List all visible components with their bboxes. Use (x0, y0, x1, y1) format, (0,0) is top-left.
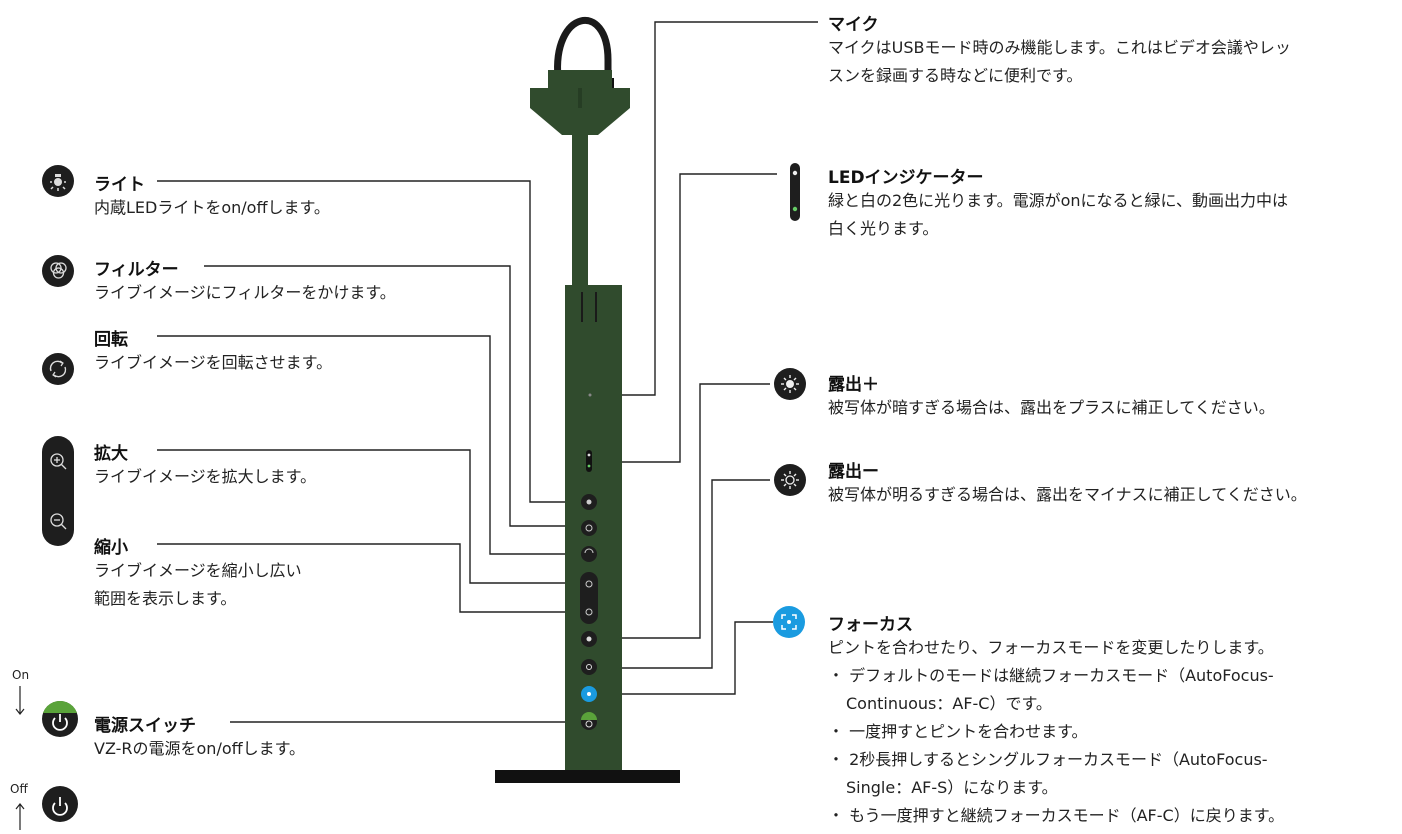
focus-icon (773, 606, 805, 638)
microphone-desc-line1: マイクはUSBモード時のみ機能します。これはビデオ会議やレッ (828, 38, 1291, 57)
filter-leader (204, 265, 572, 527)
exposure-minus-desc: 被写体が明るすぎる場合は、露出をマイナスに補正してください。 (828, 485, 1307, 504)
zoom-buttons (580, 572, 598, 624)
exposure-plus-desc: 被写体が暗すぎる場合は、露出をプラスに補正してください。 (828, 398, 1275, 417)
microphone-cable (554, 16, 612, 82)
rotate-icon (42, 353, 74, 385)
exposure-plus-title: 露出＋ (828, 375, 879, 395)
filter-title: フィルター (94, 260, 179, 280)
rotate-leader (157, 335, 572, 555)
power-on-icon (42, 701, 78, 737)
microphone-hole (588, 393, 592, 397)
led-indicator-icon (790, 163, 800, 221)
focus-bullet-1-cont: Continuous：AF-C）です。 (846, 694, 1052, 713)
focus-bullet-1: ・ デフォルトのモードは継続フォーカスモード（AutoFocus- (828, 666, 1274, 685)
filter-desc: ライブイメージにフィルターをかけます。 (94, 283, 396, 302)
zoom-out-desc-line1: ライブイメージを縮小し広い (94, 561, 302, 580)
power-desc: VZ-Rの電源をon/offします。 (94, 739, 306, 758)
zoom-in-desc: ライブイメージを拡大します。 (94, 467, 317, 486)
exposure-minus-leader (596, 479, 770, 669)
zoom-out-title: 縮小 (94, 538, 128, 558)
zoom-icon-pill (42, 436, 74, 546)
rotate-button (581, 546, 597, 562)
exposure-minus-title: 露出ー (828, 462, 879, 482)
exposure-minus-button (581, 659, 597, 675)
on-label: On (12, 668, 30, 682)
focus-leader (596, 621, 773, 695)
led-desc-line2: 白く光ります。 (828, 219, 939, 238)
zoom-out-desc-line2: 範囲を表示します。 (94, 589, 237, 608)
microphone-title: マイク (828, 15, 879, 35)
document-camera-device (495, 16, 680, 783)
zoom-out-icon (50, 513, 67, 530)
led-leader (590, 173, 777, 463)
focus-bullet-3: ・ 2秒長押しするとシングルフォーカスモード（AutoFocus- (828, 750, 1268, 769)
focus-desc: ピントを合わせたり、フォーカスモードを変更したりします。 (828, 638, 1274, 657)
light-title: ライト (94, 175, 145, 195)
led-title: LEDインジケーター (828, 168, 984, 188)
focus-bullet-3-cont: Single：AF-S）になります。 (846, 778, 1058, 797)
zoom-in-icon (50, 453, 67, 470)
sun-minus-icon (774, 464, 806, 496)
focus-title: フォーカス (828, 615, 913, 635)
zoom-in-title: 拡大 (94, 444, 128, 464)
microphone-leader (590, 21, 818, 396)
base (495, 770, 680, 783)
focus-bullet-2: ・ 一度押すとピントを合わせます。 (828, 722, 1088, 741)
zoom-in-leader (157, 449, 572, 584)
power-title: 電源スイッチ (94, 716, 196, 736)
light-leader (157, 180, 572, 503)
rotate-title: 回転 (94, 330, 128, 350)
rotate-desc: ライブイメージを回転させます。 (94, 353, 333, 372)
light-icon (42, 165, 74, 197)
light-desc: 内蔵LEDライトをon/offします。 (94, 198, 330, 217)
neck (572, 130, 588, 290)
led-desc-line1: 緑と白の2色に光ります。電源がonになると緑に、動画出力中は (828, 191, 1289, 210)
filter-button (581, 520, 597, 536)
microphone-desc-line2: スンを録画する時などに便利です。 (828, 66, 1083, 85)
exposure-plus-leader (596, 383, 770, 639)
power-off-icon (42, 786, 78, 822)
filter-icon (42, 255, 74, 287)
led-indicator (586, 450, 592, 472)
sun-plus-icon (774, 368, 806, 400)
zoom-out-leader (157, 543, 572, 613)
focus-bullet-4: ・ もう一度押すと継続フォーカスモード（AF-C）に戻ります。 (828, 806, 1285, 825)
off-label: Off (10, 782, 28, 796)
camera-head-top (548, 70, 612, 90)
